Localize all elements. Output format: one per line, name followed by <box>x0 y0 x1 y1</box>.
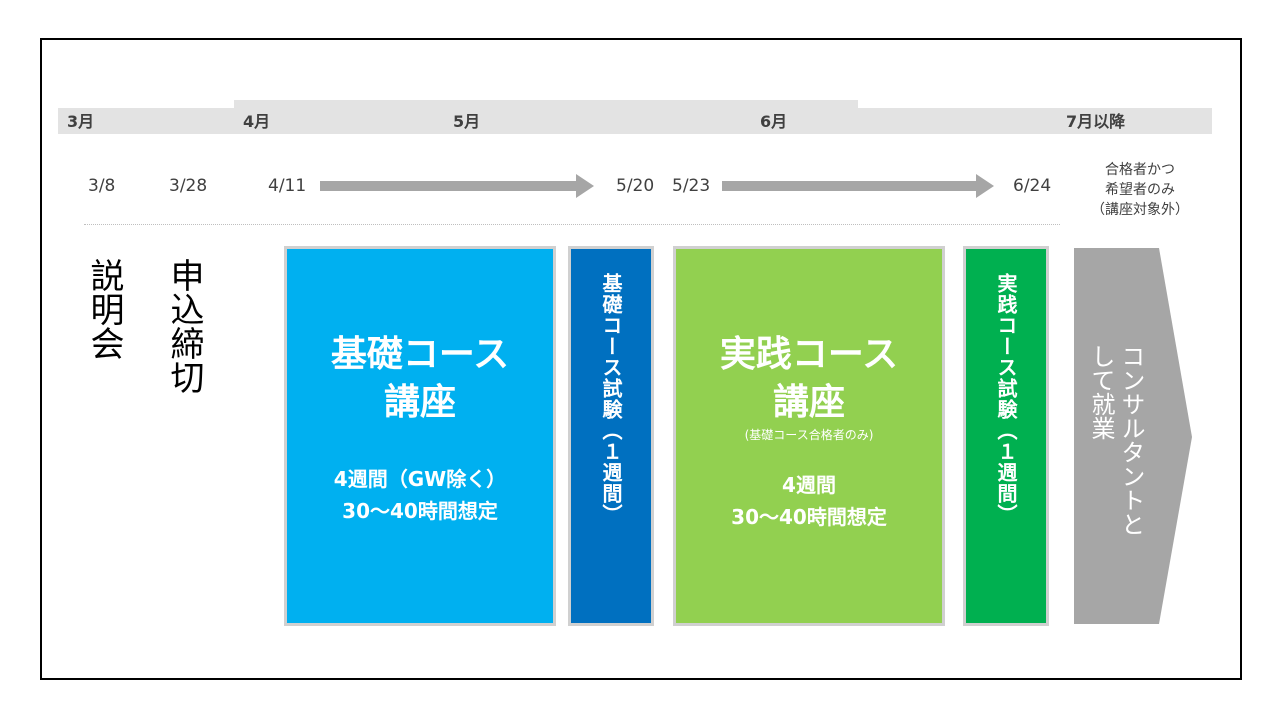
practical-course-title-line1: 実践コース <box>719 334 899 375</box>
month-label-may: 5月 <box>453 112 481 131</box>
note-line-3: （講座対象外） <box>1091 202 1189 218</box>
practical-period-arrow-head <box>976 174 994 198</box>
briefing-label: 説明会 <box>84 258 124 360</box>
employment-condition-note: 合格者かつ 希望者のみ （講座対象外） <box>1075 160 1205 220</box>
practical-course-box: 実践コース 講座 (基礎コース合格者のみ) 4週間 30～40時間想定 <box>673 246 945 626</box>
date-deadline: 3/28 <box>169 176 208 196</box>
date-basic-start: 4/11 <box>268 176 307 196</box>
month-label-march: 3月 <box>67 112 95 131</box>
basic-course-hours: 30～40時間想定 <box>342 499 498 523</box>
practical-course-hours: 30～40時間想定 <box>731 505 887 529</box>
note-line-2: 希望者のみ <box>1105 182 1175 198</box>
month-band-middle <box>234 100 858 134</box>
basic-period-arrow-shaft <box>320 181 578 191</box>
basic-course-title-line1: 基礎コース <box>330 334 510 375</box>
month-label-april: 4月 <box>243 112 271 131</box>
practical-period-arrow-shaft <box>722 181 978 191</box>
note-line-1: 合格者かつ <box>1105 162 1175 178</box>
employment-label: コンサルタントとして就業 <box>1087 344 1145 536</box>
timeline-divider <box>84 224 1060 225</box>
practical-course-eligibility: (基礎コース合格者のみ) <box>744 428 874 442</box>
basic-period-arrow-head <box>576 174 594 198</box>
basic-course-title-line2: 講座 <box>383 382 456 423</box>
practical-exam-label: 実践コース試験（１週間） <box>994 273 1018 525</box>
date-practical-start: 5/23 <box>672 176 711 196</box>
date-briefing: 3/8 <box>88 176 116 196</box>
diagram-frame <box>40 38 1242 680</box>
basic-course-duration: 4週間（GW除く） <box>333 467 507 491</box>
basic-exam-label: 基礎コース試験（１週間） <box>599 273 623 525</box>
employment-chevron-shape <box>1074 248 1192 624</box>
date-basic-end: 5/20 <box>616 176 655 196</box>
date-practical-end: 6/24 <box>1013 176 1052 196</box>
month-label-june: 6月 <box>760 112 788 131</box>
practical-course-title-line2: 講座 <box>772 382 845 423</box>
practical-exam-box: 実践コース試験（１週間） <box>963 246 1049 626</box>
application-deadline-label: 申込締切 <box>164 258 204 394</box>
basic-exam-box: 基礎コース試験（１週間） <box>568 246 654 626</box>
practical-course-duration: 4週間 <box>782 473 836 497</box>
month-label-july-onward: 7月以降 <box>1066 112 1126 131</box>
basic-course-box: 基礎コース 講座 4週間（GW除く） 30～40時間想定 <box>284 246 556 626</box>
